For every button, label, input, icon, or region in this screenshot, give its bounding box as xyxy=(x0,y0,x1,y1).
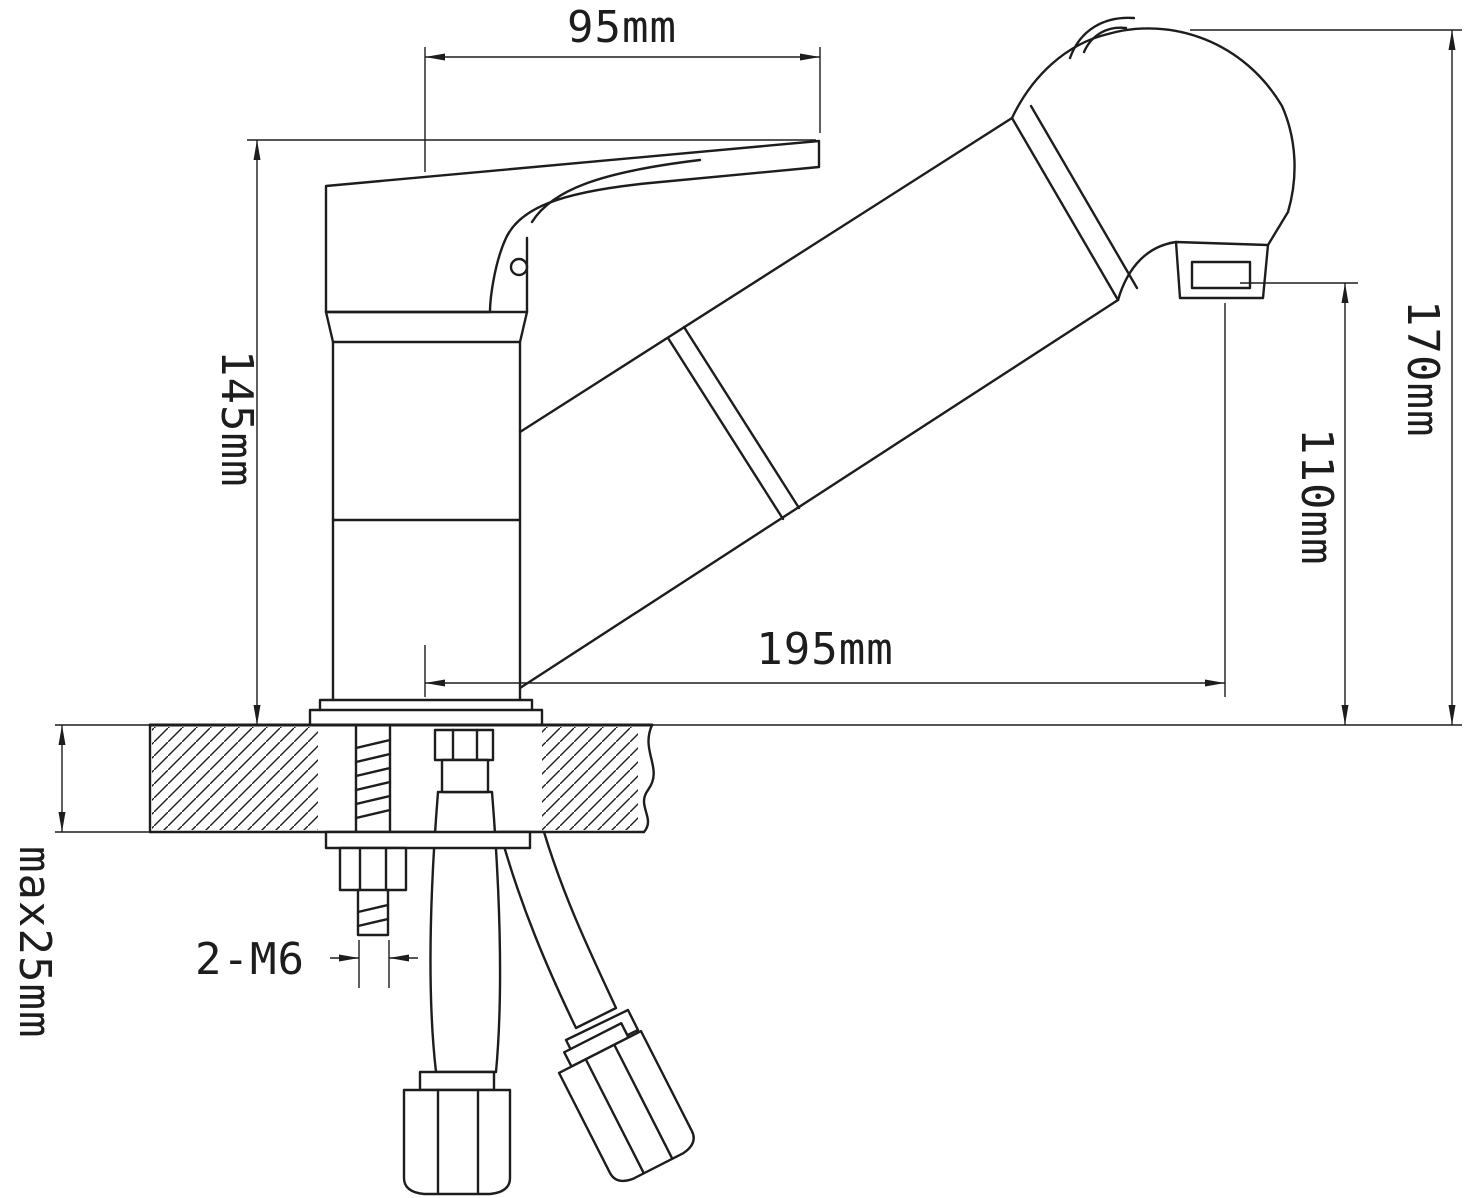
spout-upper-edge xyxy=(518,116,1014,434)
dimension-145mm: 145mm xyxy=(211,139,816,725)
spray-head xyxy=(1010,16,1296,302)
dim-2m6-extension-lines xyxy=(358,940,390,988)
dimension-max25mm: max25mm xyxy=(9,725,66,1038)
spout-outlet xyxy=(1174,240,1270,300)
dim-max25mm-label: max25mm xyxy=(9,846,60,1038)
dimension-2-m6: 2-M6 xyxy=(195,934,418,988)
dimension-95mm: 95mm xyxy=(424,2,821,172)
hose-crimp-sleeve xyxy=(440,758,490,794)
pullout-spout xyxy=(518,104,1139,690)
braided-hose-collar xyxy=(418,1070,496,1092)
deck-hatch-right xyxy=(542,727,638,830)
dim-95-extension-lines xyxy=(424,47,821,172)
handle-contour-line xyxy=(530,158,702,224)
dimension-195mm: 195mm xyxy=(424,303,1226,697)
aerator xyxy=(1190,260,1252,290)
braided-hose-bg xyxy=(430,792,501,1072)
counter-deck-section xyxy=(55,723,1462,834)
hose-hex-nut-right xyxy=(557,1022,695,1183)
pullout-hose xyxy=(498,830,618,1030)
spout-joint-ring xyxy=(666,325,801,521)
faucet xyxy=(308,16,1296,727)
spray-head-outline xyxy=(1010,27,1296,302)
fixing-stud xyxy=(354,725,392,850)
dimension-110mm: 110mm xyxy=(1240,282,1358,725)
dim-170mm-label: 170mm xyxy=(1397,300,1448,437)
stud-thread-marks xyxy=(354,738,392,820)
mounting-plate xyxy=(324,830,532,850)
dimension-170mm: 170mm xyxy=(1190,29,1462,725)
dim-195mm-label: 195mm xyxy=(756,624,893,675)
base-flange xyxy=(308,698,544,727)
mounting-hardware xyxy=(324,725,532,937)
dim-195-extension-lines xyxy=(424,303,1226,697)
deck-break-line xyxy=(642,723,655,834)
shank-hex xyxy=(433,728,495,762)
dim-2-m6-label: 2-M6 xyxy=(195,934,305,985)
dim-110mm-label: 110mm xyxy=(1291,428,1342,565)
handle-screw xyxy=(509,257,529,277)
lever-handle xyxy=(324,139,821,314)
deck-hatch-left xyxy=(152,727,318,830)
braided-hose xyxy=(429,790,502,1074)
hose-hex-nut-left xyxy=(402,1088,512,1196)
spout-lower-edge xyxy=(518,298,1120,690)
faucet-body xyxy=(324,310,529,702)
dim-145mm-label: 145mm xyxy=(211,350,262,487)
stud-tip xyxy=(356,888,390,937)
spray-head-cap xyxy=(1068,16,1136,60)
shank-hex-facets xyxy=(451,728,479,762)
dim-95mm-label: 95mm xyxy=(567,2,677,53)
deck-extension-lines xyxy=(55,724,1462,833)
supply-hoses xyxy=(402,790,695,1196)
stud-nut xyxy=(338,846,408,892)
spray-head-collar xyxy=(1010,104,1139,302)
